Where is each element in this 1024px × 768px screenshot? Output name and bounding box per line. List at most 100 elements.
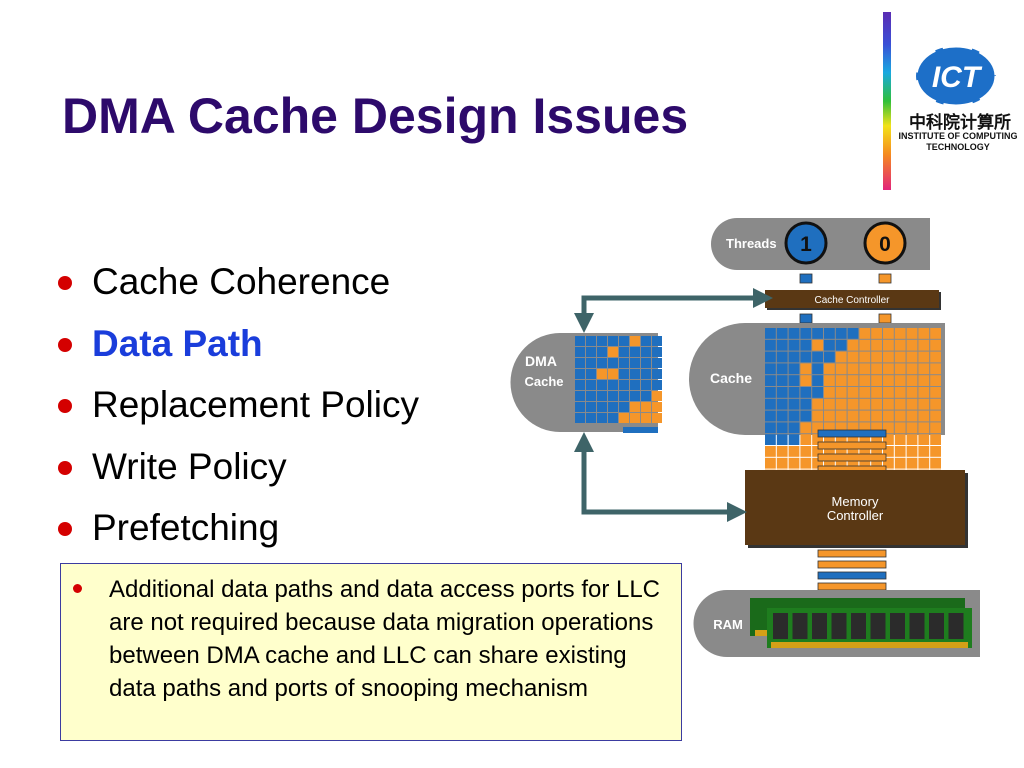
grid-cell	[894, 387, 906, 398]
grid-cell	[776, 328, 788, 339]
grid-cell	[619, 413, 629, 423]
grid-cell	[847, 363, 859, 375]
grid-cell	[597, 347, 607, 357]
bullet-dot-icon	[58, 522, 72, 536]
grid-cell	[800, 363, 812, 375]
grid-cell	[586, 413, 596, 423]
ram-chip	[870, 613, 886, 639]
grid-cell	[597, 391, 607, 401]
grid-cell	[800, 446, 812, 457]
bullet-dot-icon	[58, 276, 72, 290]
grid-cell	[906, 351, 918, 363]
grid-cell	[765, 351, 776, 363]
grid-cell	[847, 328, 859, 339]
logo-caption: INSTITUTE OF COMPUTING TECHNOLOGY	[898, 131, 1018, 153]
bullet-dot-icon	[58, 337, 72, 352]
grid-cell	[788, 363, 800, 375]
grid-cell	[847, 351, 859, 363]
grid-cell	[597, 402, 607, 412]
grid-cell	[800, 387, 812, 398]
grid-cell	[575, 358, 585, 368]
grid-cell	[906, 339, 918, 351]
bullet-item: Replacement Policy	[56, 377, 419, 439]
note-bullet-icon	[73, 584, 82, 593]
ram-chip	[812, 613, 827, 639]
thread-1-label: 1	[800, 233, 812, 256]
grid-cell	[883, 457, 894, 469]
grid-cell	[871, 339, 882, 351]
cache-label: Cache	[710, 370, 752, 386]
grid-cell	[630, 336, 640, 346]
grid-cell	[906, 457, 918, 469]
grid-cell	[859, 446, 871, 457]
grid-cell	[835, 328, 847, 339]
grid-cell	[930, 351, 941, 363]
grid-cell	[906, 375, 918, 386]
grid-cell	[883, 363, 894, 375]
grid-cell	[871, 457, 882, 469]
grid-cell	[630, 391, 640, 401]
grid-cell	[871, 434, 882, 445]
ict-logo: ICT 中科院计算所	[909, 44, 1011, 133]
grid-cell	[652, 369, 662, 379]
grid-cell	[847, 375, 859, 386]
grid-cell	[918, 434, 930, 445]
grid-cell	[812, 328, 823, 339]
grid-cell	[586, 369, 596, 379]
grid-cell	[812, 387, 823, 398]
grid-cell	[575, 391, 585, 401]
grid-cell	[847, 339, 859, 351]
grid-cell	[641, 369, 651, 379]
grid-cell	[871, 387, 882, 398]
grid-cell	[788, 410, 800, 422]
cache-controller-label: Cache Controller	[814, 295, 890, 306]
logo-globe	[916, 46, 996, 106]
ram-chips	[773, 613, 964, 639]
grid-cell	[835, 351, 847, 363]
thread-0-label: 0	[879, 233, 891, 256]
grid-cell	[824, 351, 835, 363]
cache-port-orange	[878, 313, 892, 324]
grid-cell	[824, 339, 835, 351]
grid-cell	[835, 446, 847, 457]
grid-cell	[894, 446, 906, 457]
grid-cell	[835, 339, 847, 351]
grid-cell	[859, 363, 871, 375]
grid-cell	[575, 413, 585, 423]
grid-cell	[597, 369, 607, 379]
grid-cell	[788, 398, 800, 410]
grid-cell	[776, 410, 788, 422]
grid-cell	[641, 380, 651, 390]
grid-cell	[812, 446, 823, 457]
grid-cell	[906, 387, 918, 398]
grid-cell	[871, 410, 882, 422]
grid-cell	[871, 422, 882, 434]
grid-cell	[765, 434, 776, 445]
grid-cell	[824, 422, 835, 434]
grid-cell	[776, 387, 788, 398]
cache-architecture-diagram: Threads 1 0 Cache Controller Cache DMA C…	[510, 218, 980, 657]
grid-cell	[800, 328, 812, 339]
grid-cell	[652, 347, 662, 357]
grid-cell	[652, 358, 662, 368]
grid-cell	[788, 434, 800, 445]
grid-cell	[859, 387, 871, 398]
grid-cell	[619, 369, 629, 379]
grid-cell	[575, 369, 585, 379]
grid-cell	[630, 380, 640, 390]
dma-cache-grid	[575, 336, 662, 423]
bus-line	[817, 453, 887, 462]
grid-cell	[859, 410, 871, 422]
bus-line	[817, 549, 887, 558]
grid-cell	[765, 446, 776, 457]
grid-cell	[765, 363, 776, 375]
logo-mark: ICT	[932, 61, 983, 94]
grid-cell	[619, 347, 629, 357]
grid-cell	[894, 422, 906, 434]
grid-cell	[641, 336, 651, 346]
thread-1-port	[799, 273, 813, 284]
slide-title: DMA Cache Design Issues	[62, 88, 689, 144]
grid-cell	[835, 457, 847, 469]
grid-cell	[835, 422, 847, 434]
bullet-dot-icon	[58, 399, 72, 413]
